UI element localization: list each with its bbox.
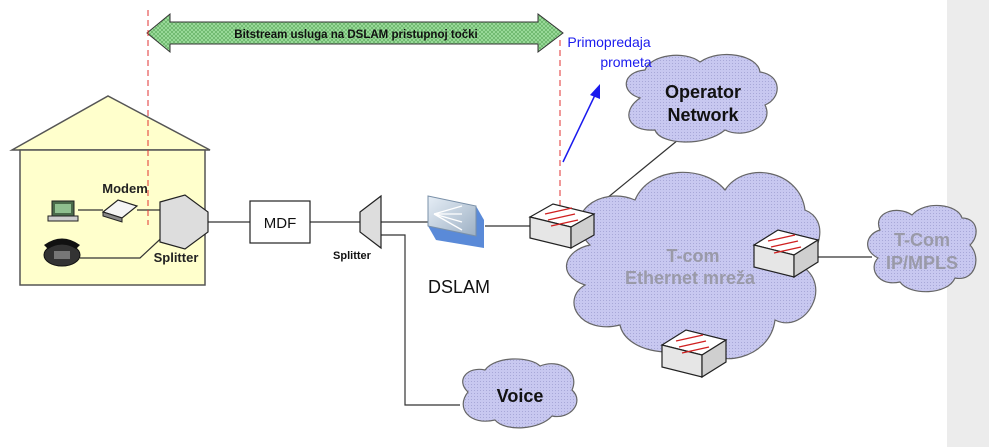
mdf-box [249, 200, 311, 244]
modem-icon [101, 199, 139, 223]
dslam-label: DSLAM [428, 277, 490, 297]
dslam-icon [427, 195, 484, 248]
operator-network-label-line1: Operator [665, 82, 741, 102]
exchange-splitter-label: Splitter [333, 250, 372, 262]
switch-icon-access [528, 203, 596, 250]
home-splitter-label: Splitter [154, 250, 199, 265]
cloud-tcom-ipmpls [867, 204, 977, 293]
tcom-ipmpls-label-line2: IP/MPLS [886, 253, 958, 273]
handover-arrow [562, 92, 597, 163]
cloud-tcom-ethernet [566, 171, 821, 360]
mdf-label: MDF [264, 215, 297, 232]
tcom-ethernet-label-line2: Ethernet mreža [625, 268, 756, 288]
operator-network-label-line2: Network [667, 105, 739, 125]
cloud-operator-network [625, 53, 778, 143]
handover-text-line2: prometa [600, 54, 652, 70]
voice-label: Voice [497, 386, 544, 406]
home-splitter-icon [159, 194, 209, 250]
bitstream-banner-arrow [146, 12, 564, 54]
modem-label: Modem [102, 181, 148, 196]
handover-arrowhead [590, 84, 600, 99]
line-splitter-voice [381, 234, 460, 406]
phone-icon [43, 238, 81, 267]
house-roof [9, 95, 211, 151]
bitstream-banner-text: Bitstream usluga na DSLAM pristupnoj toč… [234, 29, 477, 41]
tcom-ipmpls-label-line1: T-Com [894, 230, 950, 250]
cloud-voice [462, 358, 578, 429]
switch-icon-core [752, 229, 820, 279]
pc-icon [47, 200, 79, 222]
handover-text-line1: Primopredaja [567, 34, 650, 50]
switch-icon-bottom [660, 329, 728, 379]
tcom-ethernet-label-line1: T-com [666, 246, 719, 266]
exchange-splitter-icon [359, 194, 382, 250]
